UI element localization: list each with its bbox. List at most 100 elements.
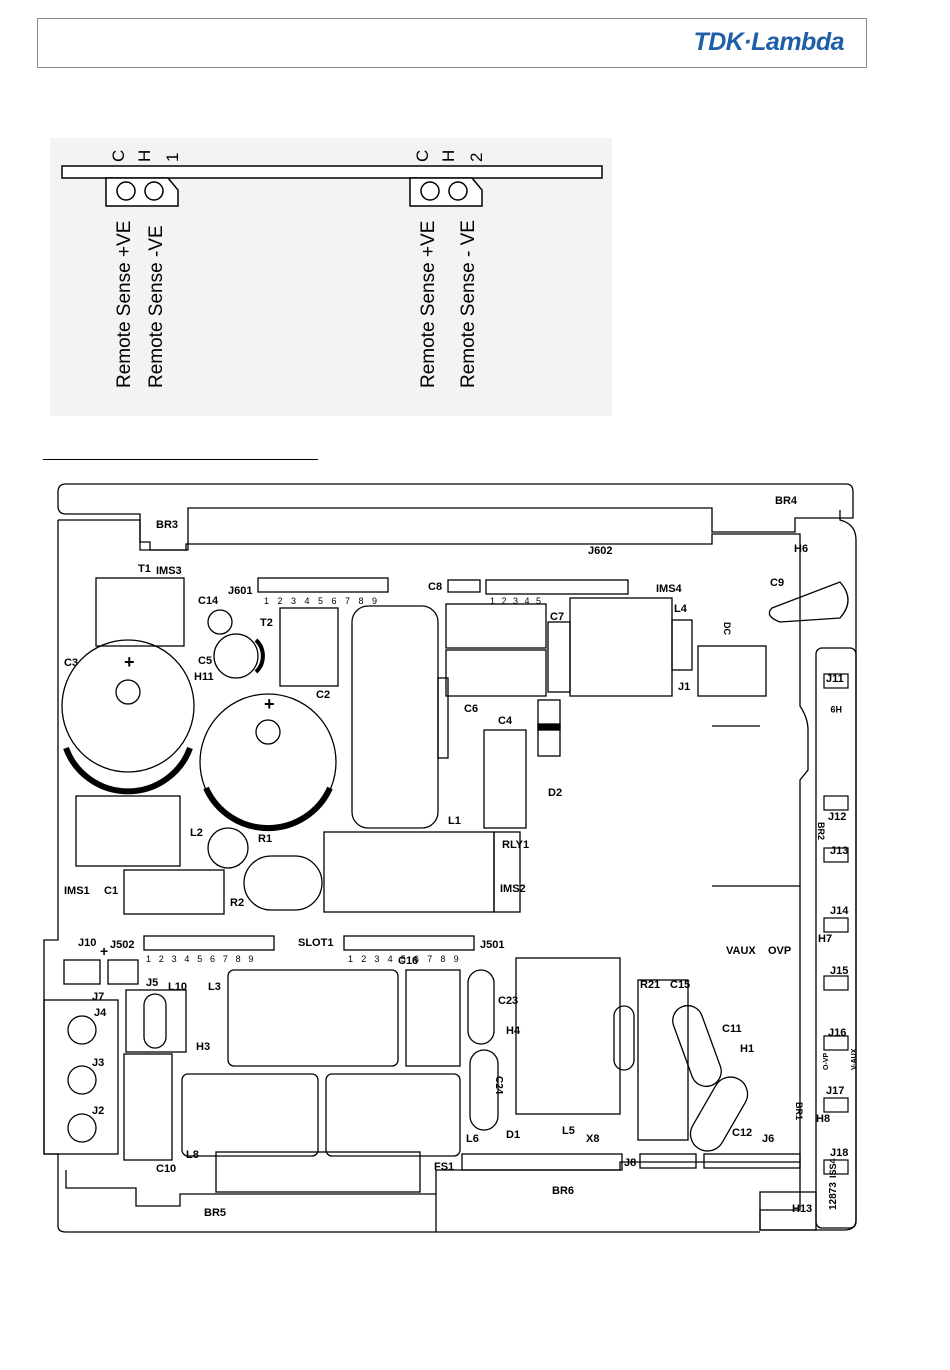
ims2-side xyxy=(493,831,521,913)
label-vaux: VAUX xyxy=(726,945,756,957)
l5-transformer xyxy=(515,957,621,1115)
label-j13: J13 xyxy=(830,845,848,857)
c12-capacitor xyxy=(689,1076,749,1152)
label-vaux-small: V-AUX xyxy=(851,1048,858,1070)
c3-plus-sign: + xyxy=(124,652,135,672)
ch1-sense-pos-label: Remote Sense +VE xyxy=(114,221,135,388)
ch1-number-label: 1 xyxy=(163,153,182,162)
ch1-pin-c-label: C xyxy=(109,150,128,162)
c6-component xyxy=(445,649,547,697)
label-ims1: IMS1 xyxy=(64,885,90,897)
pin-h-1 xyxy=(144,181,164,201)
label-h6: H6 xyxy=(794,543,808,555)
label-br2: BR2 xyxy=(816,822,826,840)
tdk-lambda-logo: TDK·Lambda xyxy=(693,28,844,56)
label-j602: J602 xyxy=(588,545,612,557)
label-j10: J10 xyxy=(78,937,96,949)
terminal-block xyxy=(43,999,119,1155)
label-c1: C1 xyxy=(104,885,118,897)
label-br4: BR4 xyxy=(775,495,798,507)
label-l8: L8 xyxy=(186,1149,199,1161)
j601-pin-number: 9 xyxy=(372,596,377,606)
label-br3: BR3 xyxy=(156,519,178,531)
pin-c-1 xyxy=(116,181,136,201)
j502-pin-number: 5 xyxy=(197,954,202,964)
c3-capacitor xyxy=(61,639,195,773)
j501-pin-number: 9 xyxy=(454,954,459,964)
label-t2: T2 xyxy=(260,617,273,629)
label-j501: J501 xyxy=(480,939,504,951)
c3-polarity-band xyxy=(63,746,193,795)
j7-plus-sign: + xyxy=(100,943,108,959)
label-l1: L1 xyxy=(448,815,461,827)
connector-strip xyxy=(61,165,603,179)
label-j14: J14 xyxy=(830,905,849,917)
label-x8: X8 xyxy=(586,1133,599,1145)
j502-pin-number: 3 xyxy=(172,954,177,964)
j602-pin-number: 4 xyxy=(525,596,530,606)
j502-pin-number: 7 xyxy=(223,954,228,964)
j4-terminal xyxy=(67,1015,97,1045)
j501-connector xyxy=(343,935,475,951)
label-l2: L2 xyxy=(190,827,203,839)
edge-pads xyxy=(823,673,849,1175)
label-dc: DC xyxy=(722,622,732,635)
j602-pin-number: 3 xyxy=(513,596,518,606)
ch1-sense-neg-label: Remote Sense -VE xyxy=(146,225,167,388)
j501-pin-number: 5 xyxy=(401,954,406,964)
label-h13: H13 xyxy=(792,1203,812,1215)
j501-pin-number: 3 xyxy=(374,954,379,964)
label-c3: C3 xyxy=(64,657,78,669)
sense-connector-1 xyxy=(105,177,179,207)
label-l10: L10 xyxy=(168,981,187,993)
ch2-sense-neg-label: Remote Sense - VE xyxy=(458,220,479,388)
label-l5: L5 xyxy=(562,1125,575,1137)
j501-pin-number: 4 xyxy=(388,954,393,964)
j601-pin-number: 7 xyxy=(345,596,350,606)
sense-edge-column xyxy=(815,647,857,1229)
label-c15: C15 xyxy=(670,979,690,991)
j501-pin-number: 2 xyxy=(361,954,366,964)
r1-resistor xyxy=(207,827,249,869)
label-ovp: OVP xyxy=(768,945,791,957)
j602-pin-number: 2 xyxy=(502,596,507,606)
label-h9: H9 xyxy=(830,704,842,714)
label-c16: C16 xyxy=(398,955,418,967)
j502-pin-number: 9 xyxy=(248,954,253,964)
d2-band xyxy=(537,723,561,731)
pin-h-2 xyxy=(448,181,468,201)
c9-capacitor xyxy=(768,581,849,623)
ims2-module xyxy=(323,831,495,913)
label-j3: J3 xyxy=(92,1057,104,1069)
l8-inductor xyxy=(181,1073,319,1157)
board-bottom-strip xyxy=(435,1161,800,1233)
j502-pin-number: 4 xyxy=(184,954,189,964)
label-h7: H7 xyxy=(818,933,832,945)
j6-connector xyxy=(703,1153,801,1169)
c16-component xyxy=(405,969,461,1067)
j601-pin-number: 2 xyxy=(278,596,283,606)
label-j1: J1 xyxy=(678,681,690,693)
label-j18: J18 xyxy=(830,1147,848,1159)
j7-connector xyxy=(107,959,139,985)
label-c14: C14 xyxy=(198,595,219,607)
sense-connector-2 xyxy=(409,177,483,207)
remote-sense-diagram: C H 1 C H 2 Remote Sense +VE Remote Sens… xyxy=(61,150,603,388)
c7-small xyxy=(547,621,571,693)
fs1-fuse-holder xyxy=(215,1151,421,1193)
c14-capacitor xyxy=(207,609,233,635)
label-fs1: FS1 xyxy=(434,1161,454,1173)
rly1-relay xyxy=(483,729,527,829)
label-c4: C4 xyxy=(498,715,513,727)
pin-c-2 xyxy=(420,181,440,201)
label-c9: C9 xyxy=(770,577,784,589)
label-t1: T1 xyxy=(138,563,151,575)
j502-pin-number: 8 xyxy=(236,954,241,964)
j501-pin-number: 1 xyxy=(348,954,353,964)
label-c11: C11 xyxy=(722,1023,742,1035)
j601-pin-number: 4 xyxy=(305,596,310,606)
ch2-pin-h-label: H xyxy=(439,150,458,162)
j5-l10-area xyxy=(125,989,187,1053)
section-divider xyxy=(43,459,318,460)
